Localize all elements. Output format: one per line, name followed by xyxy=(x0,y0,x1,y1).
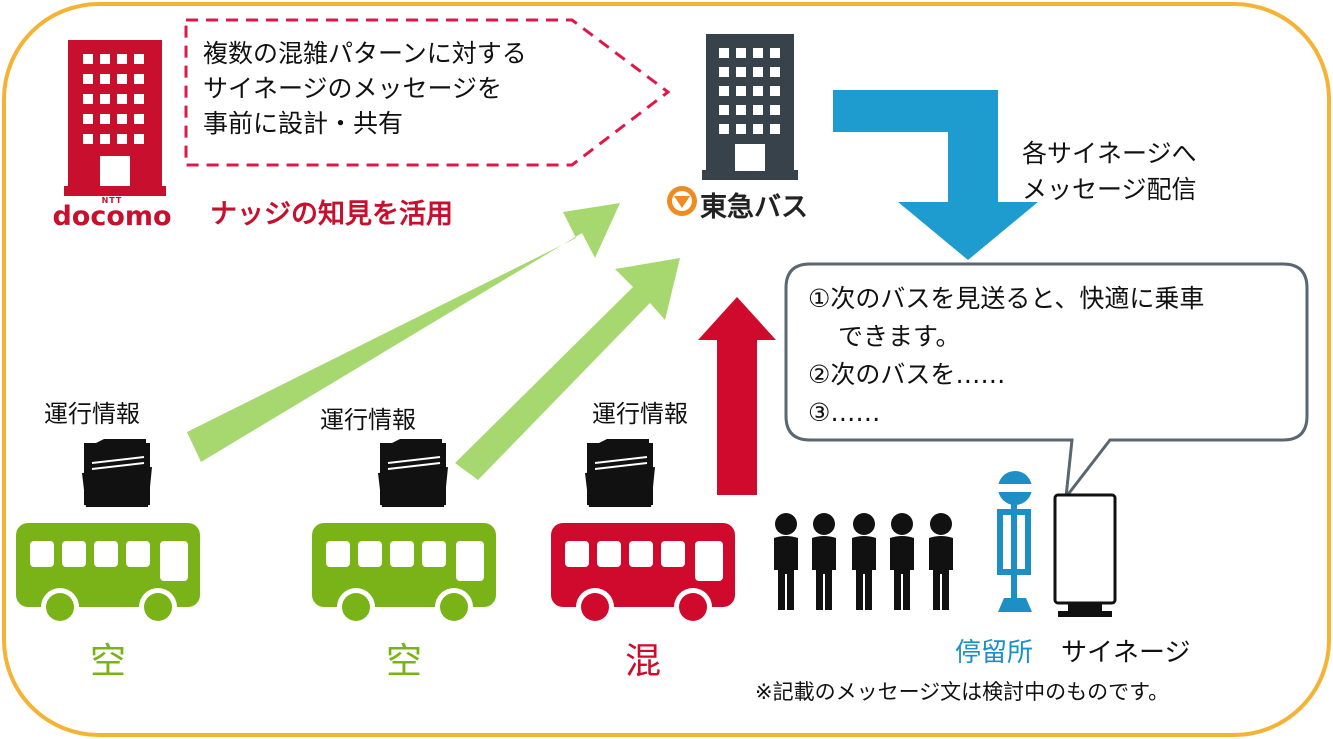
document-folder-icon xyxy=(378,439,448,507)
delivery-line: 各サイネージへ xyxy=(1022,139,1197,168)
waiting-people xyxy=(774,513,953,610)
bus-stop-label: 停留所 xyxy=(955,638,1034,668)
plan-callout-text: 複数の混雑パターンに対する サイネージのメッセージを 事前に設計・共有 xyxy=(203,36,527,141)
info-arrow-2 xyxy=(455,258,680,480)
footnote: ※記載のメッセージ文は検討中のものです。 xyxy=(755,680,1170,704)
digital-signage-icon xyxy=(1053,493,1117,617)
info-arrow-1 xyxy=(187,203,620,462)
plan-line: 複数の混雑パターンに対する xyxy=(203,39,527,68)
message-line: ②次のバスを…… xyxy=(808,360,1006,389)
person-icon xyxy=(929,513,953,610)
docomo-wordmark: docomo xyxy=(52,201,172,232)
delivery-line: メッセージ配信 xyxy=(1022,175,1197,204)
message-line: できます。 xyxy=(838,322,961,351)
plan-line: 事前に設計・共有 xyxy=(203,109,404,138)
tokyu-building-icon xyxy=(702,34,798,180)
message-line: ①次のバスを見送ると、快適に乗車 xyxy=(808,284,1205,313)
delivery-label: 各サイネージへ メッセージ配信 xyxy=(1022,136,1197,208)
bus-status-crowded: 混 xyxy=(625,641,662,682)
tokyu-logo-icon xyxy=(667,186,697,216)
bus-info-label-2: 運行情報 xyxy=(320,406,416,434)
docomo-ntt-mark: NTT xyxy=(101,196,123,205)
bus-icon-empty-2 xyxy=(312,523,496,626)
bus-icon-crowded xyxy=(551,523,735,626)
plan-callout-box xyxy=(184,18,671,167)
message-line: ③…… xyxy=(808,398,881,427)
message-bubble-text: ①次のバスを見送ると、快適に乗車 できます。 ②次のバスを…… ③…… xyxy=(808,280,1204,432)
docomo-logo: NTT docomo xyxy=(52,196,172,232)
docomo-building-icon xyxy=(64,40,166,196)
person-icon xyxy=(812,513,836,610)
person-icon xyxy=(852,513,876,610)
person-icon xyxy=(890,513,914,610)
bus-icon-empty-1 xyxy=(16,523,200,626)
plan-line: サイネージのメッセージを xyxy=(203,74,503,103)
crowded-arrow xyxy=(698,297,776,495)
person-icon xyxy=(774,513,798,610)
bus-status-empty-2: 空 xyxy=(386,641,423,682)
document-folder-icon xyxy=(585,439,655,507)
signage-label: サイネージ xyxy=(1061,638,1191,668)
bus-info-label-1: 運行情報 xyxy=(44,400,140,428)
nudge-label: ナッジの知見を活用 xyxy=(210,199,453,230)
tokyu-bus-wordmark: 東急バス xyxy=(700,192,808,223)
bus-status-empty-1: 空 xyxy=(90,641,127,682)
delivery-arrow xyxy=(833,90,1038,260)
message-bubble xyxy=(784,262,1309,503)
document-folder-icon xyxy=(82,439,152,507)
bus-info-label-3: 運行情報 xyxy=(592,400,688,428)
bus-stop-sign-icon xyxy=(996,471,1034,612)
